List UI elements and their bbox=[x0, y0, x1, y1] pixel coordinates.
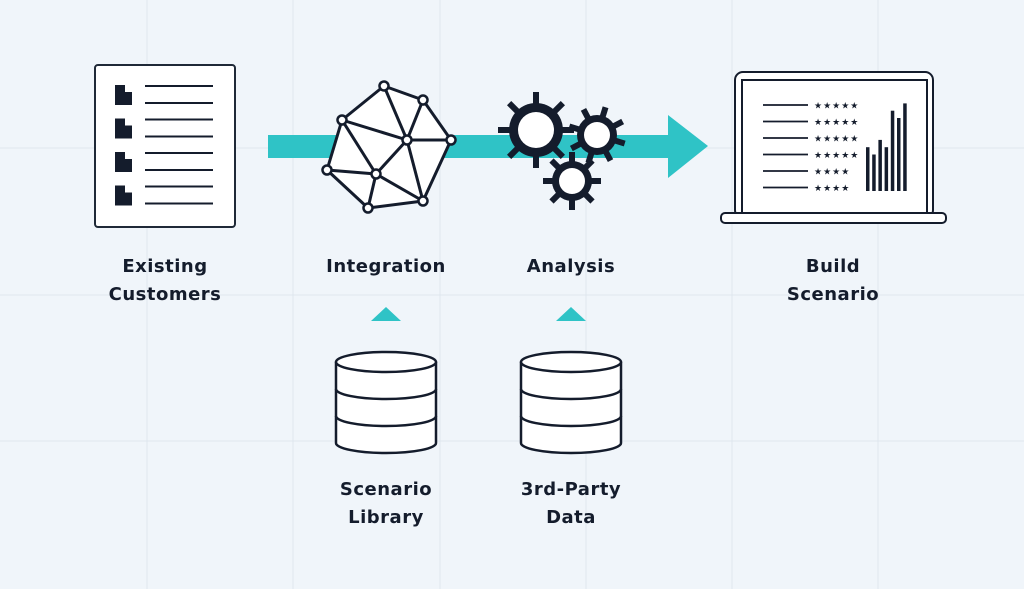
laptop-icon: ★★★★★★★★★★★★★★★★★★★★★★★★★★★★ bbox=[720, 71, 947, 224]
up-arrow-analysis bbox=[556, 307, 586, 321]
building-icon bbox=[115, 85, 132, 105]
network-node bbox=[401, 134, 413, 146]
rating-stars: ★★★★★ bbox=[814, 151, 859, 161]
gears-icon bbox=[498, 92, 626, 210]
building-icon bbox=[115, 185, 132, 206]
network-node bbox=[321, 164, 333, 176]
chart-bar bbox=[890, 110, 895, 191]
database-icon-third-party bbox=[519, 350, 623, 455]
chart-bar bbox=[897, 118, 901, 191]
network-node bbox=[378, 80, 390, 92]
rating-stars: ★★★★ bbox=[814, 168, 850, 178]
network-node bbox=[445, 134, 457, 146]
chart-bar bbox=[903, 103, 907, 191]
building-icon bbox=[115, 152, 132, 172]
rating-stars: ★★★★★ bbox=[814, 118, 859, 128]
chart-bar bbox=[866, 147, 870, 191]
document-icon bbox=[94, 64, 236, 228]
label-integration: Integration bbox=[326, 256, 446, 277]
gear-icon bbox=[498, 92, 574, 168]
rating-stars: ★★★★★ bbox=[814, 102, 859, 112]
chart-bar bbox=[884, 147, 889, 191]
rating-stars: ★★★★ bbox=[814, 184, 850, 194]
network-node bbox=[336, 114, 348, 126]
rating-stars: ★★★★★ bbox=[814, 135, 859, 145]
network-node bbox=[370, 168, 382, 180]
database-icon-scenario-library bbox=[334, 350, 438, 455]
network-icon bbox=[321, 80, 457, 214]
chart-bar bbox=[878, 139, 882, 191]
gear-icon bbox=[543, 152, 601, 210]
up-arrow-integration bbox=[371, 307, 401, 321]
label-analysis: Analysis bbox=[526, 256, 616, 277]
network-node bbox=[362, 202, 374, 214]
gear-icon bbox=[568, 106, 626, 164]
network-node bbox=[417, 195, 429, 207]
building-icon bbox=[115, 118, 132, 139]
chart-bar bbox=[872, 154, 876, 191]
network-node bbox=[417, 94, 429, 106]
